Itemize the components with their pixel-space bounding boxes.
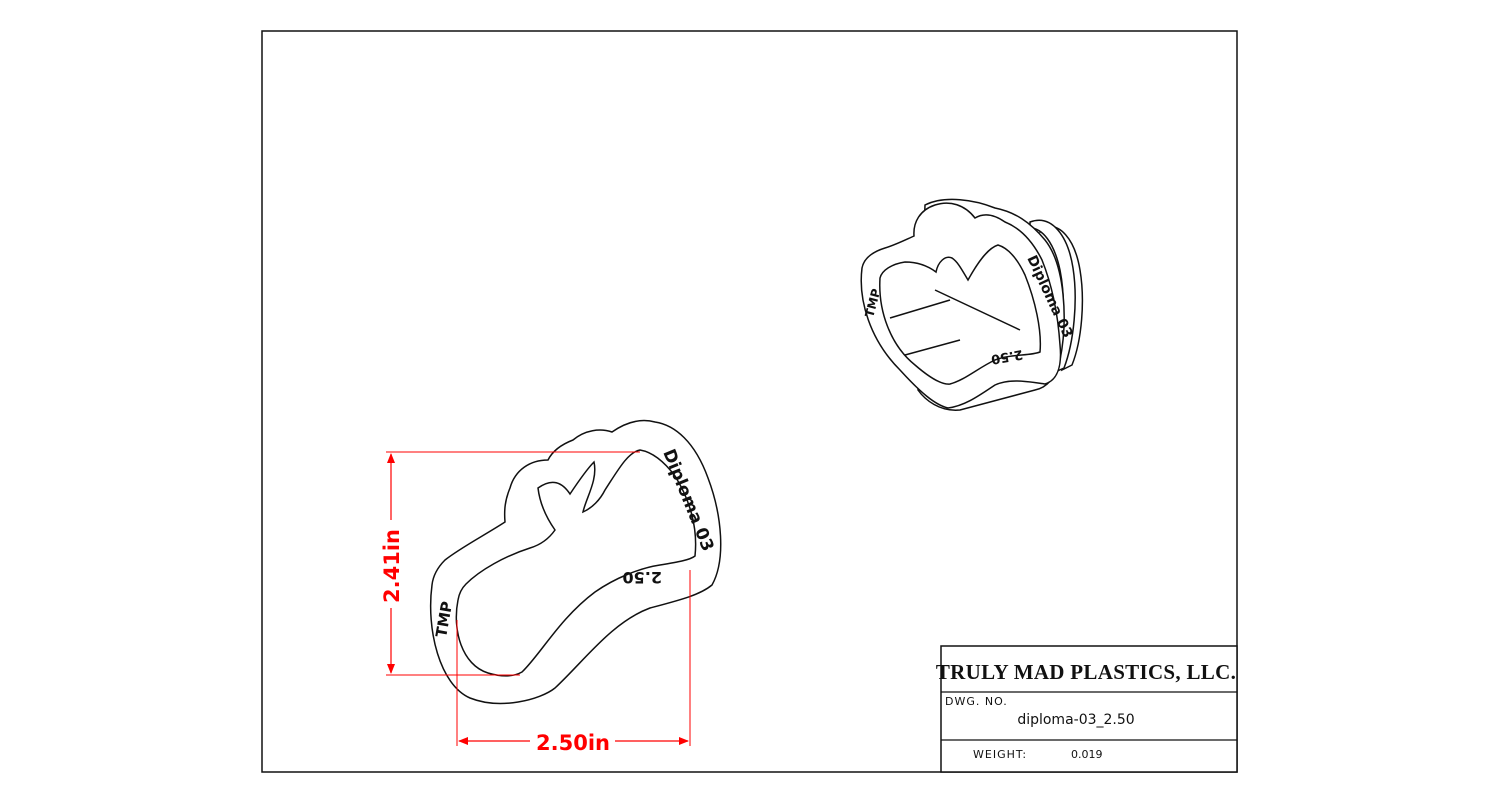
dwg-no-label: DWG. NO.	[945, 695, 1008, 708]
iso-front-inner	[879, 244, 1042, 385]
drawing-border	[261, 30, 1238, 773]
title-block: TRULY MAD PLASTICS, LLC. DWG. NO. diplom…	[936, 645, 1238, 773]
company-name: TRULY MAD PLASTICS, LLC.	[936, 660, 1236, 684]
height-dimension	[386, 451, 640, 676]
weight-label: WEIGHT:	[973, 748, 1027, 761]
iso-inner-depth-line-1	[889, 299, 951, 319]
height-dimension-label: 2.41in	[380, 529, 404, 603]
dwg-no-value: diploma-03_2.50	[1017, 712, 1134, 728]
cutter-inner-outline	[455, 449, 697, 677]
iso-inner-depth-line-3	[934, 289, 1021, 331]
iso-inner-depth-line-2	[904, 339, 961, 356]
title-block-frame	[940, 645, 1238, 773]
isometric-view	[860, 198, 1084, 411]
width-dimension-label: 2.50in	[536, 731, 610, 755]
width-dimension	[456, 570, 691, 746]
weight-value: 0.019	[1071, 748, 1103, 761]
engraving-size-iso: 2.50	[990, 346, 1024, 366]
front-view	[429, 419, 722, 705]
engraving-size-front: 2.50	[623, 568, 662, 587]
